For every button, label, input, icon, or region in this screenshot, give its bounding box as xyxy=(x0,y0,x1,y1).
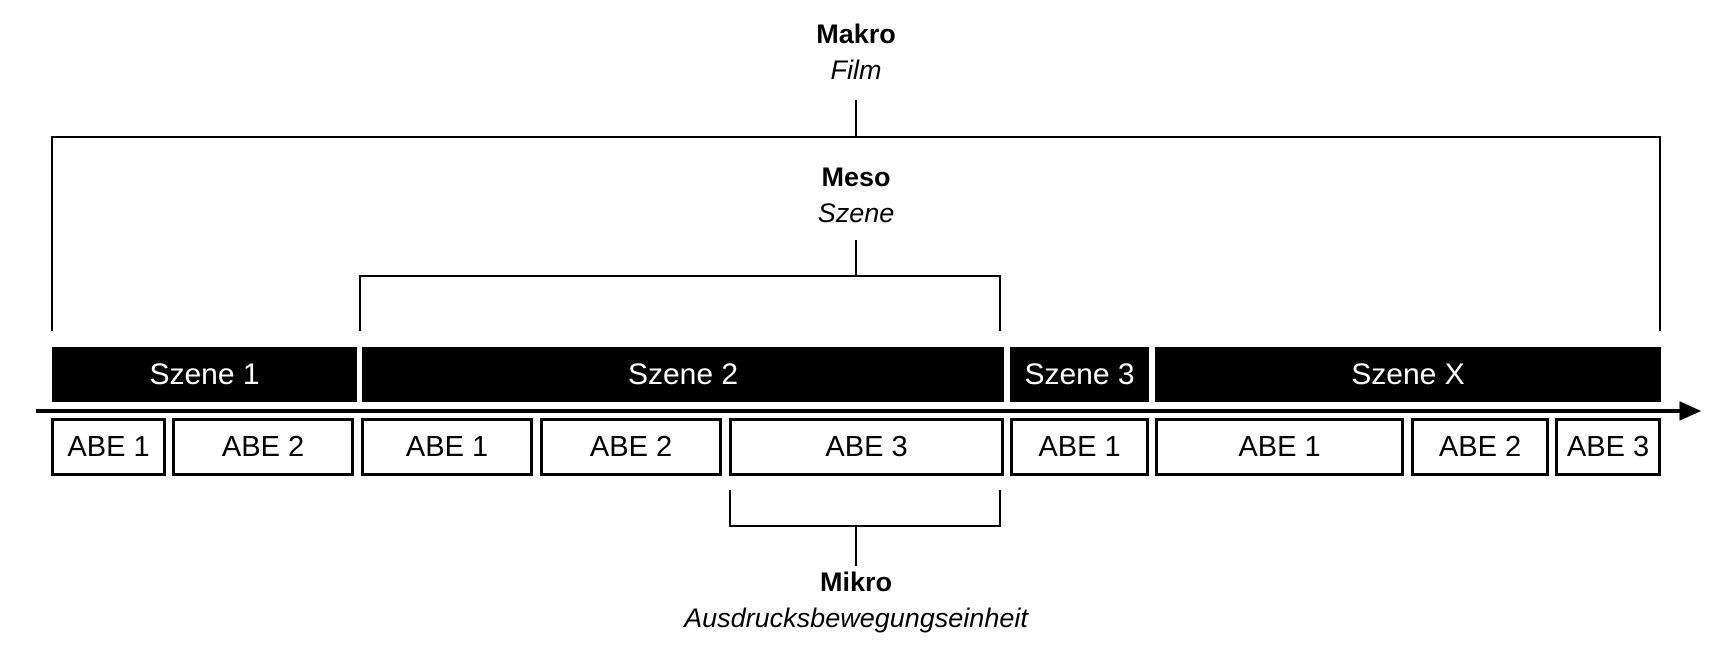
abe-box: ABE 1 xyxy=(51,418,166,476)
mikro-sublabel: Ausdrucksbewegungseinheit xyxy=(684,603,1028,633)
abe-box: ABE 1 xyxy=(1010,418,1149,476)
meso-bracket xyxy=(359,275,1001,331)
meso-sublabel: Szene xyxy=(817,198,895,228)
abe-box: ABE 3 xyxy=(729,418,1004,476)
abe-box: ABE 2 xyxy=(172,418,354,476)
meso-label: Meso xyxy=(821,162,891,192)
abe-box: ABE 2 xyxy=(1411,418,1549,476)
makro-sublabel: Film xyxy=(830,55,882,85)
mikro-bracket xyxy=(729,490,1001,527)
makro-label: Makro xyxy=(816,19,896,49)
time-axis-arrowhead xyxy=(1679,401,1702,421)
mikro-label: Mikro xyxy=(819,567,892,597)
scene-2: Szene 2 xyxy=(362,347,1004,402)
scene-3: Szene 3 xyxy=(1010,347,1149,402)
scene-x: Szene X xyxy=(1155,347,1661,402)
abe-box: ABE 1 xyxy=(1155,418,1404,476)
abe-box: ABE 1 xyxy=(361,418,533,476)
scene-1: Szene 1 xyxy=(52,347,357,402)
abe-box: ABE 3 xyxy=(1555,418,1661,476)
abe-box: ABE 2 xyxy=(540,418,722,476)
